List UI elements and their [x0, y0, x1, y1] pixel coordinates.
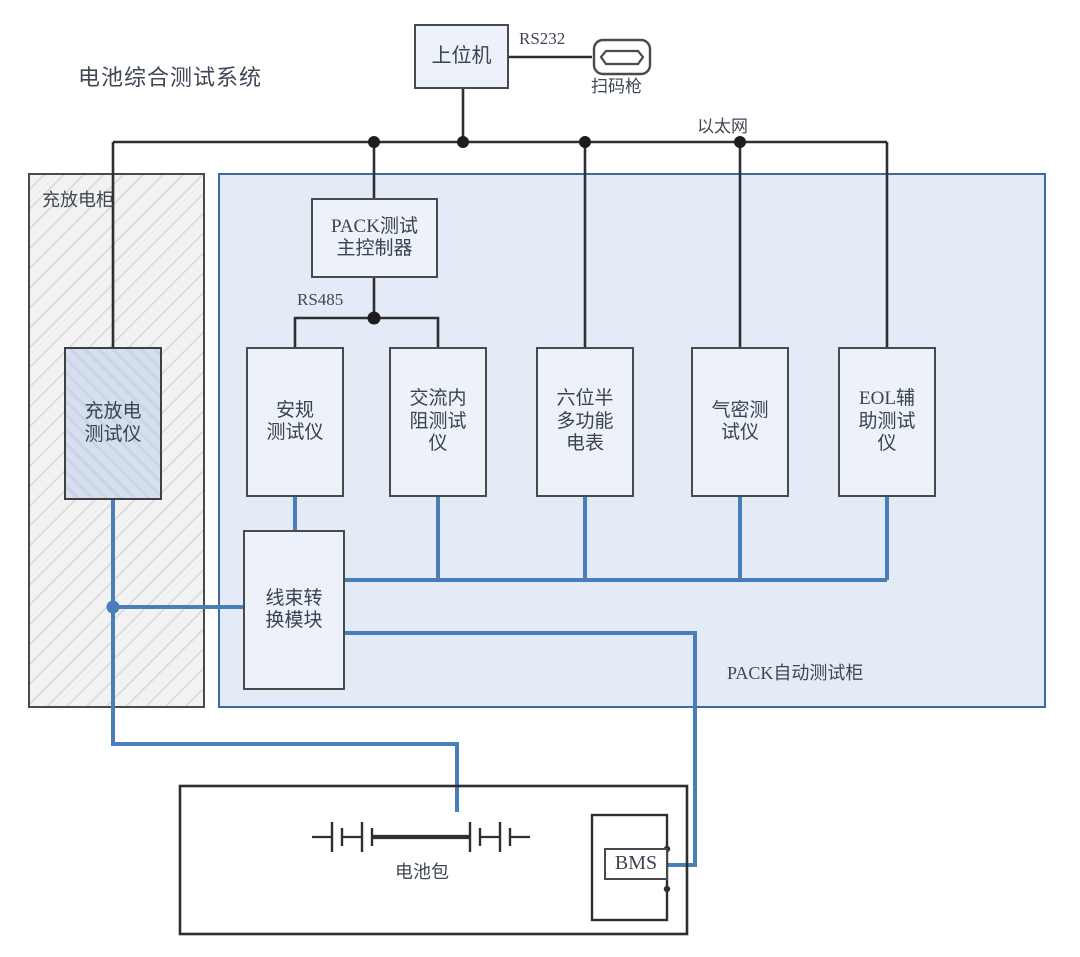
charge-cabinet-label: 充放电柜: [42, 190, 114, 210]
ethernet-label: 以太网: [697, 117, 748, 136]
host-computer-box[interactable]: 上位机: [414, 24, 509, 89]
harness-module-line1: 线束转: [265, 587, 323, 609]
harness-module-box[interactable]: 线束转 换模块: [243, 530, 345, 690]
bms-label: BMS: [614, 852, 658, 875]
pack-controller-box[interactable]: PACK测试 主控制器: [311, 198, 438, 278]
ac-impedance-tester-line1: 交流内: [409, 388, 467, 410]
rs485-label: RS485: [297, 290, 344, 309]
charge-discharge-tester-line1: 充放电: [84, 401, 142, 423]
wire-rs485-to-impedance: [374, 316, 440, 347]
eol-aux-tester-line3: 仪: [877, 433, 897, 455]
ac-impedance-tester-line3: 仪: [428, 433, 448, 455]
eol-aux-tester-box[interactable]: EOL辅 助测试 仪: [838, 347, 936, 497]
safety-tester-line2: 测试仪: [266, 422, 324, 443]
wire-harness-to-bms: [345, 631, 697, 867]
multimeter-line3: 电表: [565, 433, 604, 455]
safety-tester-box[interactable]: 安规 测试仪: [246, 347, 344, 497]
rs232-label: RS232: [519, 29, 566, 48]
charge-discharge-tester-line2: 测试仪: [84, 423, 142, 445]
wire-rs485-to-safety: [293, 316, 374, 347]
airtightness-tester-line2: 试仪: [720, 422, 759, 443]
battery-cell-symbols: [312, 822, 530, 852]
host-computer-label: 上位机: [431, 44, 492, 67]
eol-aux-tester-line2: 助测试: [858, 410, 916, 432]
bms-box[interactable]: BMS: [604, 848, 668, 880]
multimeter-box[interactable]: 六位半 多功能 电表: [536, 347, 634, 497]
pack-controller-line1: PACK测试: [331, 215, 418, 237]
connector-icon: [592, 38, 652, 76]
airtightness-tester-line1: 气密测: [711, 399, 769, 421]
harness-module-line2: 换模块: [265, 610, 323, 631]
page-title: 电池综合测试系统: [78, 65, 263, 90]
multimeter-line2: 多功能: [556, 410, 614, 432]
battery-pack-label: 电池包: [395, 862, 449, 882]
ac-impedance-tester-box[interactable]: 交流内 阻测试 仪: [389, 347, 487, 497]
blue-junction-dot: [106, 600, 120, 614]
airtightness-tester-box[interactable]: 气密测 试仪: [691, 347, 789, 497]
bus-junction-dots: [367, 136, 746, 325]
pack-controller-line2: 主控制器: [336, 238, 413, 259]
ac-impedance-tester-line2: 阻测试: [409, 410, 467, 432]
pack-cabinet-label: PACK自动测试柜: [727, 663, 864, 683]
safety-tester-line1: 安规: [275, 399, 314, 421]
scanner-label: 扫码枪: [591, 77, 642, 96]
eol-aux-tester-line1: EOL辅: [859, 388, 915, 410]
multimeter-line1: 六位半: [556, 388, 614, 410]
charge-discharge-tester-box[interactable]: 充放电 测试仪: [64, 347, 162, 500]
wire-charge-tester-to-battery: [111, 607, 459, 812]
battery-pack-outline: [178, 784, 689, 936]
